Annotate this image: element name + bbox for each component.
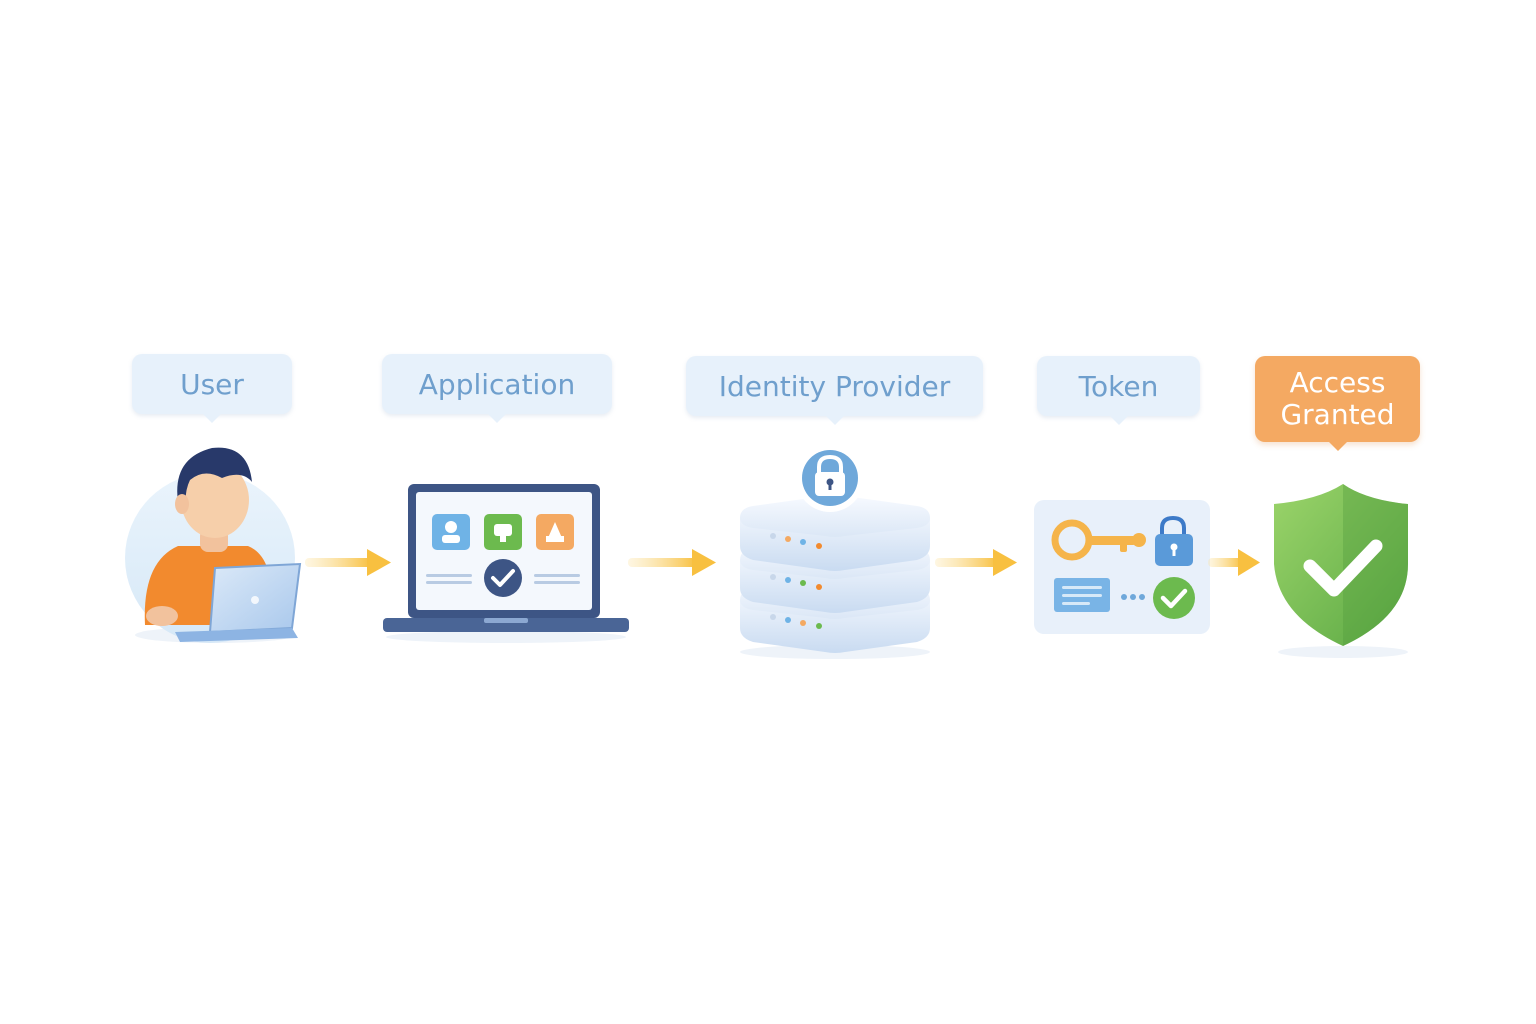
user-at-laptop-icon — [125, 447, 302, 643]
key-token-icon — [1034, 500, 1210, 634]
arrow-right-icon — [1208, 549, 1260, 576]
label-token-text: Token — [1078, 369, 1159, 403]
arrow-right-icon — [935, 549, 1017, 576]
arrow-right-icon — [628, 549, 716, 576]
label-access-granted: Access Granted — [1255, 356, 1420, 451]
arrow-right-icon — [305, 549, 391, 576]
label-identity-provider: Identity Provider — [686, 356, 983, 425]
label-token: Token — [1037, 356, 1200, 425]
label-application: Application — [382, 354, 612, 423]
label-access-line-2: Granted — [1280, 398, 1395, 431]
shield-check-icon — [1274, 484, 1408, 658]
label-identity-provider-text: Identity Provider — [718, 369, 951, 403]
server-lock-icon — [740, 444, 930, 659]
laptop-app-icon — [383, 484, 629, 643]
label-application-text: Application — [418, 367, 576, 401]
label-user-text: User — [180, 367, 244, 401]
label-access-line-1: Access — [1289, 366, 1386, 399]
label-user: User — [132, 354, 292, 423]
